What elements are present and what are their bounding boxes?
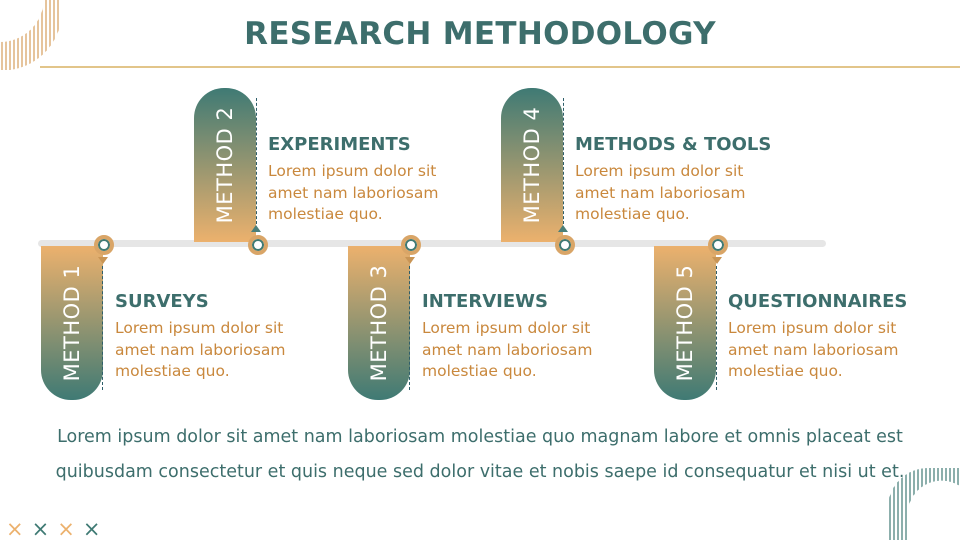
page-title: RESEARCH METHODOLOGY (244, 16, 716, 52)
timeline-bar (38, 240, 826, 247)
method-1-tab: METHOD 1 (41, 246, 103, 400)
timeline-node-1 (94, 235, 114, 255)
method-2-heading: EXPERIMENTS (268, 134, 411, 155)
method-3-text: Lorem ipsum dolor sit amet nam laboriosa… (422, 319, 593, 380)
method-2-tab: METHOD 2 (194, 88, 256, 242)
method-3-heading: INTERVIEWS (422, 291, 548, 312)
method-5-label: METHOD 5 (673, 264, 697, 382)
striped-arc-decoration (1, 0, 59, 70)
pointer-up-icon (251, 225, 261, 232)
method-1-heading: SURVEYS (115, 291, 209, 312)
pointer-up-icon (558, 225, 568, 232)
cross-icon: × (31, 517, 50, 541)
pointer-down-icon (712, 257, 722, 264)
method-4-heading: METHODS & TOOLS (575, 134, 772, 155)
method-3-tab: METHOD 3 (348, 246, 410, 400)
method-3-label: METHOD 3 (367, 264, 391, 382)
method-2-label: METHOD 2 (213, 106, 237, 224)
cross-icon: × (6, 517, 24, 541)
dashed-connector (716, 266, 717, 390)
dashed-connector (256, 98, 257, 224)
dashed-connector (409, 266, 410, 390)
method-2-text: Lorem ipsum dolor sit amet nam laboriosa… (268, 162, 439, 223)
timeline-node-5 (708, 235, 728, 255)
timeline-node-2 (248, 235, 268, 255)
cross-icon: × (82, 517, 101, 541)
pointer-down-icon (98, 257, 108, 264)
summary-paragraph: Lorem ipsum dolor sit amet nam laboriosa… (55, 427, 905, 482)
method-5-text: Lorem ipsum dolor sit amet nam laboriosa… (728, 319, 899, 380)
pointer-down-icon (405, 257, 415, 264)
method-1-label: METHOD 1 (60, 264, 84, 382)
method-4-label: METHOD 4 (520, 106, 544, 224)
method-5-tab: METHOD 5 (654, 246, 716, 400)
method-5-heading: QUESTIONNAIRES (728, 291, 908, 312)
dashed-connector (102, 266, 103, 390)
cross-marks-decoration: × × × × (6, 518, 100, 540)
timeline-node-3 (401, 235, 421, 255)
timeline-node-4 (555, 235, 575, 255)
cross-icon: × (57, 517, 75, 541)
striped-arc-decoration-bottom (889, 468, 959, 540)
dashed-connector (563, 98, 564, 224)
method-1-text: Lorem ipsum dolor sit amet nam laboriosa… (115, 319, 286, 380)
method-4-tab: METHOD 4 (501, 88, 563, 242)
title-divider (40, 66, 960, 68)
method-4-text: Lorem ipsum dolor sit amet nam laboriosa… (575, 162, 746, 223)
